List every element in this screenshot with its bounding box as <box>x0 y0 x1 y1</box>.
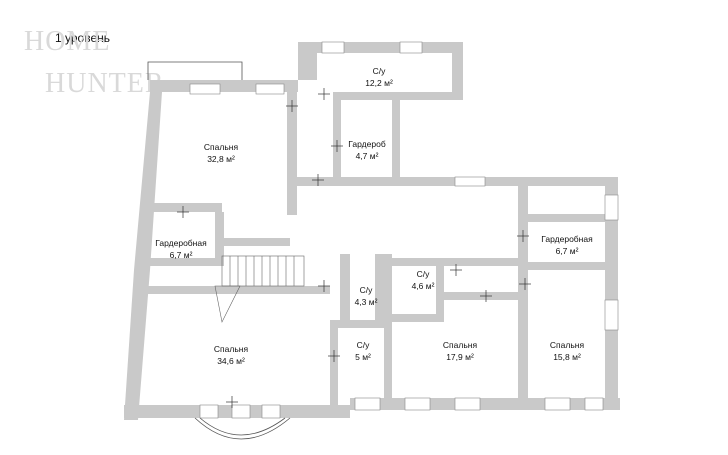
room-bedroom-3-name: Спальня <box>443 340 478 350</box>
room-bedroom-2-area: 34,6 м² <box>217 356 245 366</box>
room-wardrobe-1-area: 4,7 м² <box>356 151 379 161</box>
room-bath-2-name: С/у <box>360 285 374 295</box>
room-bath-2-area: 4,3 м² <box>355 297 378 307</box>
room-bath-3-name: С/у <box>417 269 431 279</box>
wall-bottom-right <box>350 398 620 410</box>
room-wardrobe-3-area: 6,7 м² <box>556 246 579 256</box>
windows <box>189 41 619 419</box>
wall-right-upper <box>605 182 618 264</box>
room-wardrobe-3-name: Гардеробная <box>541 234 593 244</box>
room-wardrobe-1-name: Гардероб <box>348 139 386 149</box>
room-bedroom-4-area: 15,8 м² <box>553 352 581 362</box>
room-bedroom-1-area: 32,8 м² <box>207 154 235 164</box>
room-wardrobe-2-name: Гардеробная <box>155 238 207 248</box>
room-bath-1-area: 12,2 м² <box>365 78 393 88</box>
watermark-line2: HUNTER <box>45 68 165 99</box>
wall-bath-1 <box>298 42 463 100</box>
room-bath-1-name: С/у <box>373 66 387 76</box>
door-markers <box>177 88 531 408</box>
room-bath-4-name: С/у <box>357 340 371 350</box>
staircase <box>214 255 305 323</box>
room-bath-4-area: 5 м² <box>355 352 371 362</box>
room-bedroom-4-name: Спальня <box>550 340 585 350</box>
room-bedroom-3-area: 17,9 м² <box>446 352 474 362</box>
room-wardrobe-2-area: 6,7 м² <box>170 250 193 260</box>
level-label: 1 уровень <box>55 31 111 45</box>
walls <box>124 42 620 420</box>
room-labels: С/у 12,2 м² Спальня 32,8 м² Гардероб 4,7… <box>155 66 593 366</box>
room-bedroom-1-name: Спальня <box>204 142 239 152</box>
room-bedroom-2-name: Спальня <box>214 344 249 354</box>
watermark-line1: HOME <box>24 26 111 57</box>
wall-right <box>605 262 618 410</box>
balcony <box>147 61 291 440</box>
room-bath-3-area: 4,6 м² <box>412 281 435 291</box>
